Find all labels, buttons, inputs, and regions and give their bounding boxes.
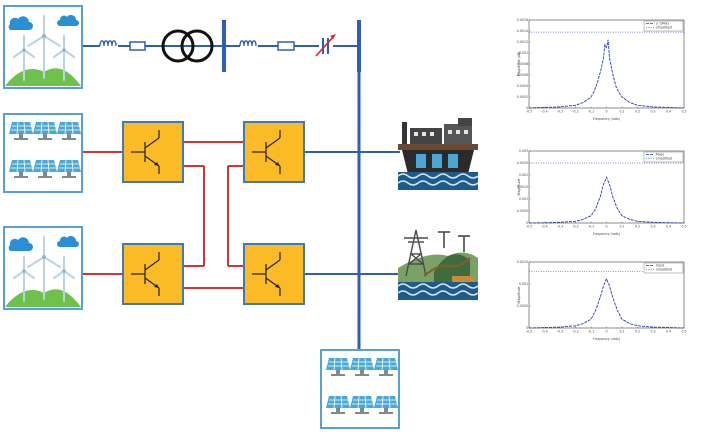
y-tick-label: 0.0015 (517, 260, 528, 264)
legend-entry: Mass (656, 153, 664, 157)
transmission-tower-icon (397, 229, 479, 301)
y-axis-label: Magnitude (517, 287, 521, 304)
y-tick-label: 0.0012 (517, 40, 528, 44)
y-axis-label: Magnitude (dB) (517, 52, 521, 77)
series-line-0 (528, 176, 685, 224)
y-tick-label: 0.0015 (517, 185, 528, 189)
x-tick-label: -0.1 (588, 330, 594, 334)
ac-links (305, 151, 400, 352)
transistor-switch-icon (243, 243, 305, 305)
x-tick-label: 0.1 (619, 110, 624, 114)
x-tick-label: -0.2 (572, 110, 578, 114)
legend-entry: smoothed (656, 26, 672, 30)
x-axis-label: Frequency (rads) (593, 337, 620, 341)
x-tick-label: -0.5 (526, 110, 532, 114)
y-tick-label: 0 (526, 326, 528, 330)
y-tick-label: 0.001 (519, 51, 528, 55)
y-tick-label: 0.003 (519, 149, 528, 153)
transistor-switch-icon (122, 121, 184, 183)
legend-entry: Input (656, 264, 665, 268)
inductor-icon (239, 40, 258, 52)
series-line-0 (528, 39, 685, 109)
x-tick-label: -0.1 (588, 110, 594, 114)
x-tick-label: 0.1 (619, 225, 624, 229)
y-tick-label: 0.002 (519, 173, 528, 177)
y-tick-label: 0 (526, 106, 528, 110)
x-tick-label: -0.5 (526, 225, 532, 229)
y-tick-label: 0.0008 (517, 62, 528, 66)
x-tick-label: -0.4 (541, 110, 547, 114)
x-tick-label: 0.5 (681, 110, 686, 114)
solar-panel-icon (4, 114, 82, 192)
dc-links (82, 141, 244, 289)
legend-entry: smoothed (656, 157, 672, 161)
transistor-switch-icon (243, 121, 305, 183)
transistor-switch-icon (122, 243, 184, 305)
spectrum-chart-2: -0.5 -0.4 -0.3 -0.2 -0.1 0 0.1 0.2 0.3 0.4 0.5 0.00… (517, 149, 687, 236)
x-tick-label: -0.2 (572, 225, 578, 229)
y-tick-label: 0.001 (519, 282, 528, 286)
x-tick-label: 0.1 (619, 330, 624, 334)
legend-box (643, 262, 684, 274)
y-axis-label: Magnitude (517, 179, 521, 196)
x-tick-label: 0.4 (666, 110, 671, 114)
y-tick-label: 0.0004 (517, 84, 528, 88)
x-tick-label: -0.1 (588, 225, 594, 229)
y-tick-label: 0.0002 (517, 95, 528, 99)
x-tick-label: -0.3 (557, 330, 563, 334)
y-tick-label: 0.0005 (517, 209, 528, 213)
resistor-icon (277, 41, 295, 51)
x-tick-label: 0.4 (666, 225, 671, 229)
transformer-icon (161, 29, 214, 63)
x-tick-label: 0.2 (635, 225, 640, 229)
legend-entry: y_t(Mix) (656, 22, 669, 26)
x-tick-label: -0.4 (541, 330, 547, 334)
x-tick-label: 0.3 (650, 110, 655, 114)
inductor-icon (99, 40, 118, 52)
wind-turbine-icon (3, 226, 83, 310)
x-tick-label: 0.4 (666, 330, 671, 334)
x-tick-label: 0 (605, 110, 607, 114)
x-tick-label: 0 (605, 225, 607, 229)
y-tick-label: 0.0005 (517, 304, 528, 308)
legend-box (643, 20, 684, 32)
y-tick-label: 0 (526, 221, 528, 225)
y-tick-label: 0.0016 (517, 18, 528, 22)
wind-turbine-icon (3, 5, 83, 89)
y-tick-label: 0.0014 (517, 29, 528, 33)
y-tick-label: 0.001 (519, 197, 528, 201)
top-transmission-line (82, 20, 359, 72)
x-tick-label: 0.5 (681, 225, 686, 229)
spectrum-chart-1: -0.5 -0.4 -0.3 -0.2 -0.1 0 0.1 0.2 0.3 0.4 0.5 0.00… (517, 18, 687, 121)
x-tick-label: 0.3 (650, 330, 655, 334)
x-tick-label: -0.3 (557, 110, 563, 114)
x-tick-label: -0.4 (541, 225, 547, 229)
power-plant-icon (397, 118, 479, 191)
x-tick-label: 0.2 (635, 330, 640, 334)
x-axis-label: Frequency (rads) (593, 232, 620, 236)
x-tick-label: -0.5 (526, 330, 532, 334)
x-tick-label: 0 (605, 330, 607, 334)
solar-panel-icon (321, 350, 399, 428)
y-tick-label: 0.0025 (517, 161, 528, 165)
x-tick-label: 0.5 (681, 330, 686, 334)
legend-box (643, 151, 684, 163)
plot-area (528, 19, 685, 109)
variable-capacitor-icon (315, 34, 336, 57)
spectrum-chart-3: -0.5 -0.4 -0.3 -0.2 -0.1 0 0.1 0.2 0.3 0.4 0.5 0.00… (517, 260, 687, 341)
resistor-icon (129, 41, 146, 51)
x-tick-label: -0.2 (572, 330, 578, 334)
x-tick-label: 0.2 (635, 110, 640, 114)
x-axis-label: Frequency (rads) (593, 117, 620, 121)
x-tick-label: 0.3 (650, 225, 655, 229)
y-tick-label: 0.0006 (517, 73, 528, 77)
legend-entry: smoothed (656, 268, 672, 272)
x-tick-label: -0.3 (557, 225, 563, 229)
series-line-0 (528, 277, 685, 329)
